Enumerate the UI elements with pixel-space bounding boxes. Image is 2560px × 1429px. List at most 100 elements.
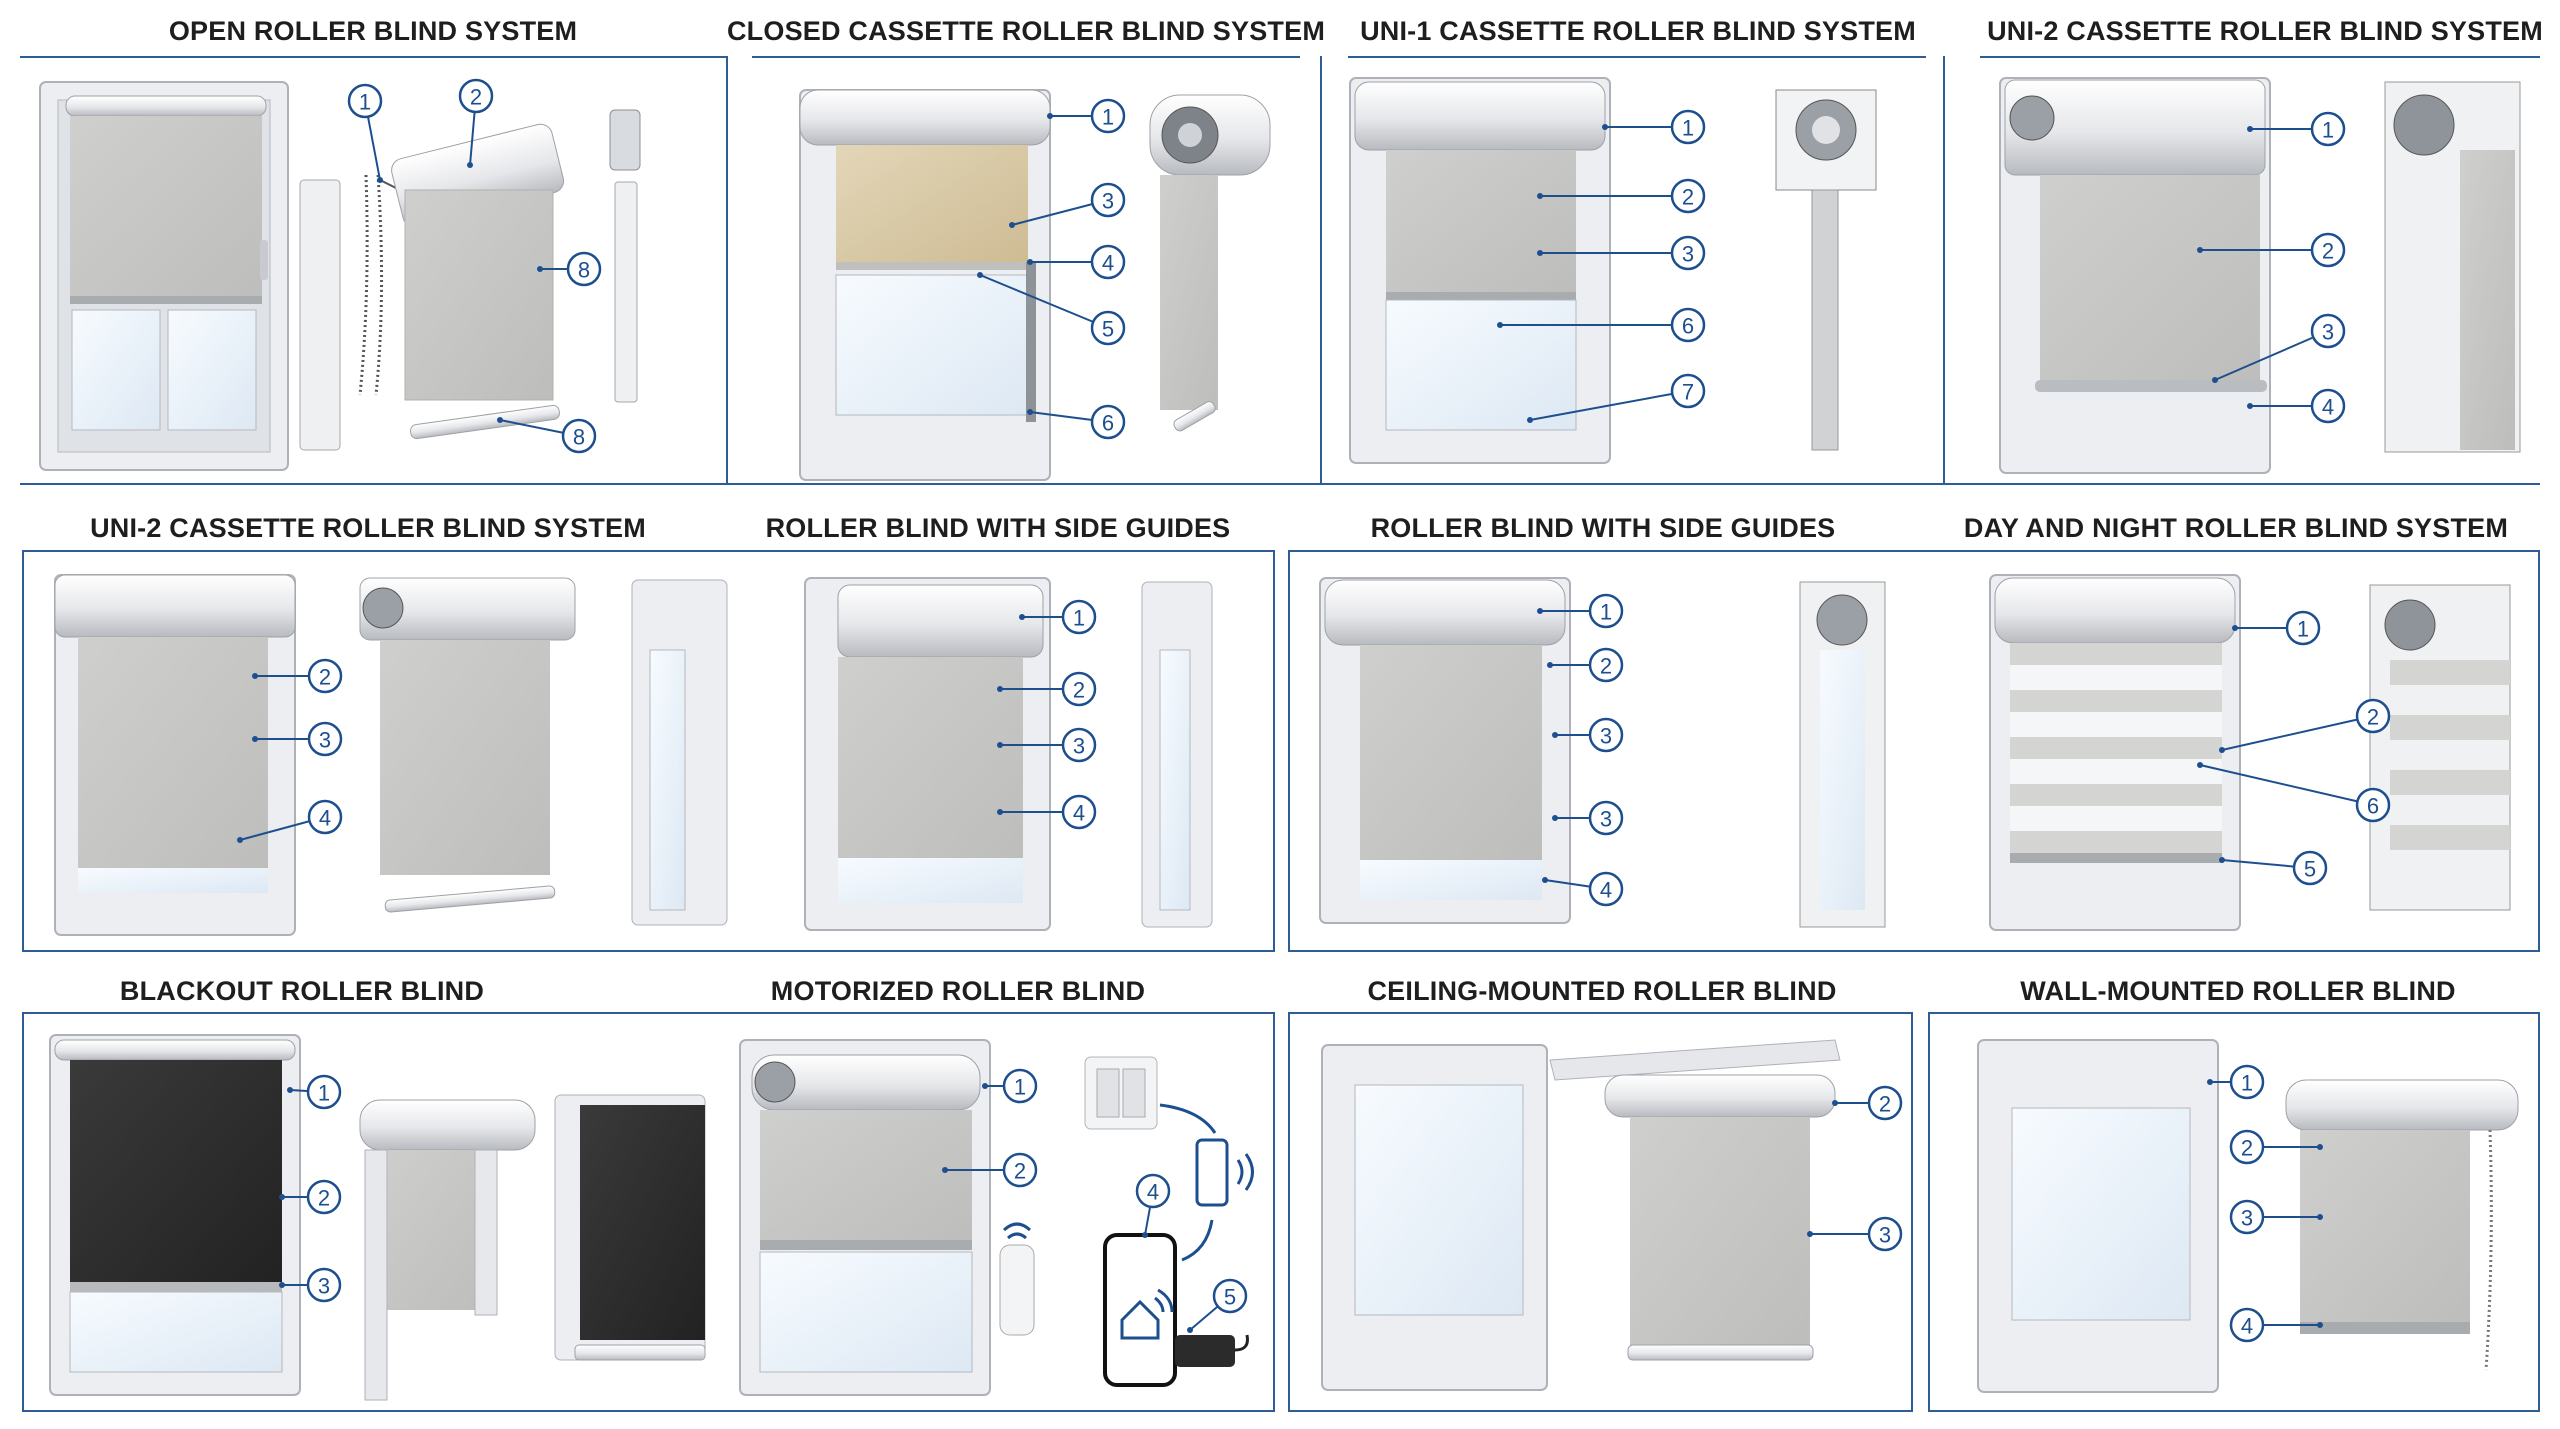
callout-circle [306,1179,342,1215]
callout-anchor-dot [1142,1232,1148,1238]
callout-anchor-dot [1009,222,1015,228]
callout-anchor-dot [1542,877,1548,883]
callout-circle [1588,871,1624,907]
motor-controller-icon [1175,1335,1235,1367]
callout-circle [2310,388,2346,424]
open-roller-illustration [39,81,641,471]
callout-circle [561,418,597,454]
title-underline-uni2 [1980,56,2540,58]
callout-anchor-dot [2219,857,2225,863]
callout-anchor-dot [279,1194,285,1200]
callout-number: 2 [1879,1092,1891,1117]
divider-1 [726,56,728,484]
day-night-illustration [1989,574,2511,931]
callout-anchor-dot [2219,747,2225,753]
side-guides-b-illustration [1319,577,1886,928]
callout-anchor-dot [1832,1100,1838,1106]
callout-number: 1 [2297,617,2309,642]
callout-anchor-dot [2207,1079,2213,1085]
callout-anchor-dot [2247,403,2253,409]
callout-circle [1867,1216,1903,1252]
callout-anchor-dot [252,673,258,679]
callout-circle [1212,1278,1248,1314]
callout-anchor-dot [497,417,503,423]
callout-circle [2310,313,2346,349]
panel-title-motorized: MOTORIZED ROLLER BLIND [770,976,1146,1006]
callout-anchor-dot [1187,1327,1193,1333]
callout-circle [1588,593,1624,629]
callout-anchor-dot [1537,250,1543,256]
callout-number: 4 [2241,1314,2253,1339]
uni1-cassette-illustration [1349,77,1877,464]
callout-circle [1090,98,1126,134]
callout-anchor-dot [2197,247,2203,253]
callout-anchor-dot [1602,124,1608,130]
callout-number: 1 [1102,105,1114,130]
callout-number: 3 [1102,189,1114,214]
callout-circle [1061,794,1097,830]
divider-2 [1320,56,1322,484]
callout-anchor-dot [2212,377,2218,383]
callout-anchor-dot [2317,1214,2323,1220]
callout-number: 4 [1073,801,1085,826]
callout-circle [306,1267,342,1303]
callout-circle [2229,1064,2265,1100]
battery-icon [1195,1138,1229,1207]
callout-number: 1 [1014,1075,1026,1100]
callout-number: 4 [2322,395,2334,420]
callout-circle [1135,1173,1171,1209]
callout-anchor-dot [977,272,983,278]
callout-anchor-dot [377,177,383,183]
motorized-illustration [739,1039,1254,1396]
callout-number: 1 [318,1081,330,1106]
callout-circle [307,721,343,757]
callout-anchor-dot [1497,322,1503,328]
callout-circle [2355,698,2391,734]
callout-number: 6 [2367,794,2379,819]
panel-frame-row3-wall [1928,1012,2540,1412]
callout-leader [2199,764,2374,806]
callout-number: 8 [578,258,590,283]
panel-frame-row2-right [1288,550,2540,952]
callout-circle [1090,310,1126,346]
callout-anchor-dot [1807,1231,1813,1237]
callout-circle [1061,727,1097,763]
row1-bottom-line [20,483,2540,485]
blackout-illustration [49,1034,706,1401]
uni2-cassette-mid-illustration [54,574,728,936]
callout-number: 8 [573,425,585,450]
callout-anchor-dot [1537,193,1543,199]
callout-circle [2229,1199,2265,1235]
callout-number: 7 [1682,380,1694,405]
callout-number: 3 [1682,242,1694,267]
callout-leader [2221,715,2374,751]
callout-number: 1 [2322,118,2334,143]
callout-circle [2310,232,2346,268]
callout-circle [1090,182,1126,218]
callout-anchor-dot [1027,259,1033,265]
callout-circle [566,251,602,287]
callout-anchor-dot [537,266,543,272]
callout-anchor-dot [2197,762,2203,768]
panel-title-uni2-cassette-top: UNI-2 CASSETTE ROLLER BLIND SYSTEM [1987,16,2543,46]
callout-number: 2 [1600,654,1612,679]
callout-anchor-dot [1019,614,1025,620]
callout-number: 2 [1014,1159,1026,1184]
callout-number: 1 [359,90,371,115]
callout-number: 6 [1682,314,1694,339]
panel-title-wall-mounted: WALL-MOUNTED ROLLER BLIND [2020,976,2456,1006]
callout-number: 2 [470,85,482,110]
panel-title-open-roller: OPEN ROLLER BLIND SYSTEM [168,16,578,46]
callout-anchor-dot [237,837,243,843]
callout-anchor-dot [1552,815,1558,821]
callout-circle [2310,111,2346,147]
callout-circle [1670,178,1706,214]
title-underline-closed-cassette [752,56,1300,58]
callout-anchor-dot [279,1282,285,1288]
panel-title-side-guides-a: ROLLER BLIND WITH SIDE GUIDES [765,513,1231,543]
panel-frame-row3-ceiling [1288,1012,1913,1412]
callout-number: 2 [1682,185,1694,210]
callout-number: 6 [1102,411,1114,436]
